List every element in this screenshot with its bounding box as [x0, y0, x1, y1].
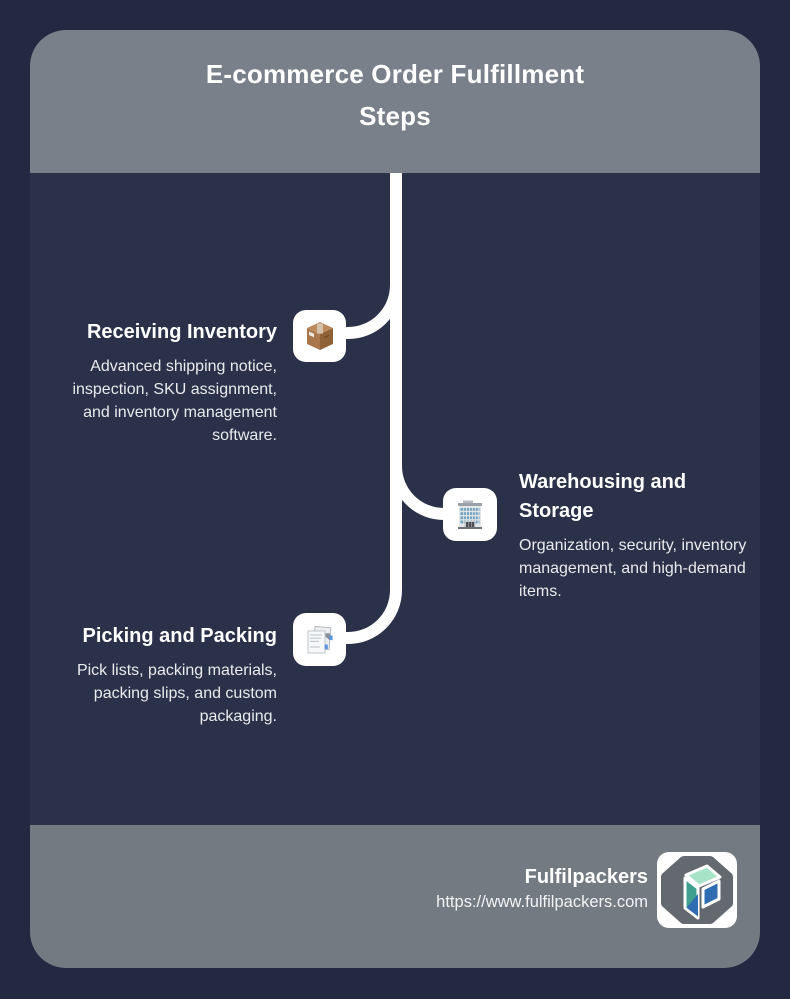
brand-logo-tile: [657, 852, 737, 928]
step-description: Advanced shipping notice, inspection, SK…: [72, 358, 277, 444]
receiving-icon-tile: [293, 310, 346, 362]
header-panel: [30, 30, 760, 173]
step-title: Picking and Packing: [82, 625, 277, 647]
documents-icon: [307, 625, 333, 653]
warehousing-icon-tile: [443, 488, 497, 541]
step-warehousing-storage: Warehousing and Storage Organization, se…: [519, 468, 771, 603]
step-description: Organization, security, inventory manage…: [519, 537, 747, 600]
fulfilpackers-logo: [661, 856, 733, 924]
step-picking-packing: Picking and Packing Pick lists, packing …: [57, 622, 277, 728]
step-title: Warehousing and Storage: [519, 471, 687, 522]
step-description: Pick lists, packing materials, packing s…: [76, 662, 277, 725]
page-title-line-1: E-commerce Order Fulfillment: [205, 59, 585, 89]
footer-panel: [30, 825, 760, 968]
picking-icon-tile: [293, 613, 346, 666]
brand-name: Fulfilpackers: [524, 866, 648, 888]
package-icon: [306, 322, 333, 350]
brand-url[interactable]: https://www.fulfilpackers.com: [436, 893, 648, 911]
page-title-line-2: Steps: [359, 101, 431, 131]
step-title: Receiving Inventory: [86, 321, 277, 343]
page-title: E-commerce Order Fulfillment Steps: [30, 53, 760, 137]
step-receiving-inventory: Receiving Inventory Advanced shipping no…: [57, 318, 277, 447]
footer-branding: Fulfilpackers https://www.fulfilpackers.…: [436, 864, 648, 914]
office-building-icon: [458, 500, 482, 529]
